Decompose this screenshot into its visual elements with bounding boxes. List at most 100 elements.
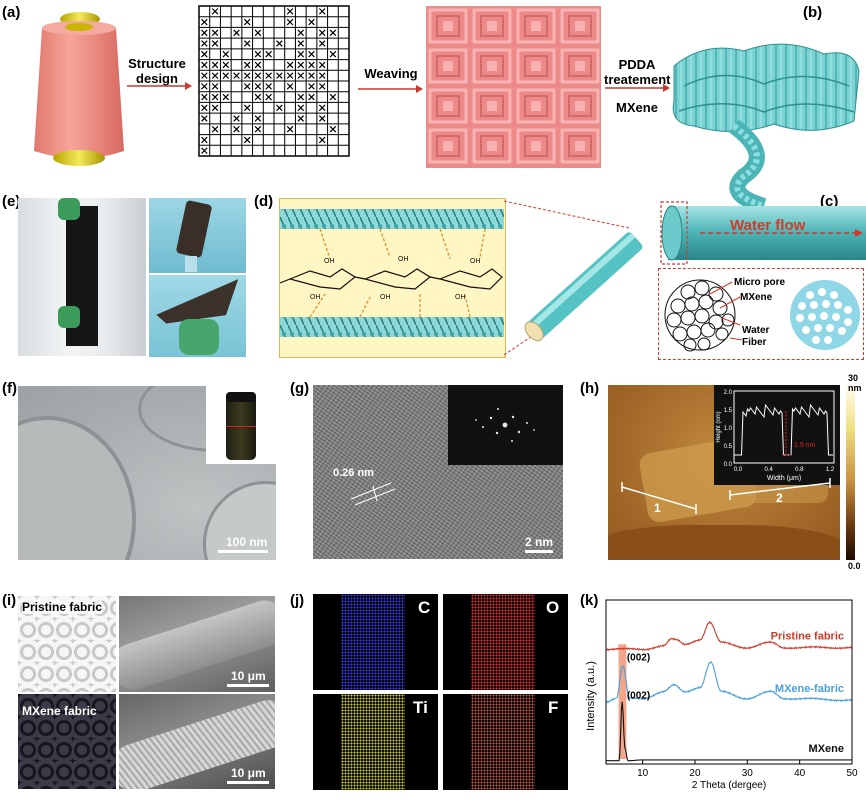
grid-x-mark	[318, 83, 326, 90]
grid-x-mark	[308, 93, 315, 101]
grid-x-mark	[329, 125, 337, 133]
grid-x-mark	[286, 8, 294, 15]
yarn-spool-illustration	[34, 12, 124, 166]
panel-label-a: (a)	[2, 4, 21, 21]
inset-ylabel: Height (nm)	[716, 411, 722, 442]
grid-x-mark	[308, 83, 315, 90]
grid-x-mark	[201, 147, 208, 154]
grid-x-mark	[243, 40, 251, 47]
afm-colorbar	[846, 385, 855, 560]
xrd-series-label: Pristine fabric	[771, 631, 844, 643]
grid-x-mark	[201, 93, 208, 101]
xrd-chart: Pristine fabricMXene-fabricMXene(002)(00…	[585, 599, 858, 791]
eds-label-c: C	[418, 598, 431, 617]
grid-x-mark	[201, 18, 208, 26]
grid-x-mark	[286, 61, 294, 69]
lattice-spacing-label: 0.26 nm	[333, 467, 374, 479]
grid-x-mark	[297, 61, 305, 69]
grid-x-mark	[297, 40, 305, 47]
panel-label-k: (k)	[580, 592, 599, 609]
saed-pattern-inset	[448, 385, 563, 465]
grid-x-mark	[243, 18, 251, 26]
eds-label-f: F	[548, 698, 559, 717]
tem-image-flakes: 100 nm	[18, 386, 276, 560]
grid-x-mark	[243, 61, 251, 69]
grid-x-mark	[233, 125, 240, 133]
height-profile-line	[733, 403, 833, 457]
mxene-dispersion-vial	[226, 392, 256, 460]
grid-x-mark	[265, 93, 272, 101]
grid-x-mark	[254, 125, 262, 133]
xrd-xtick-label: 40	[794, 768, 806, 779]
scale-bar-f	[218, 550, 268, 553]
svg-text:OH: OH	[324, 258, 335, 265]
xrd-xtick-label: 20	[689, 768, 701, 779]
grid-x-mark	[201, 83, 208, 90]
profile-line-1-label: 1	[654, 501, 661, 515]
grid-x-mark	[265, 72, 272, 79]
arrow-1-icon	[127, 82, 192, 90]
xrd-series-line	[605, 660, 853, 704]
mxene-step-label: MXene	[616, 100, 658, 115]
weave-structure-grid	[198, 5, 350, 157]
eds-map-c: C	[313, 594, 438, 690]
grid-x-mark	[254, 29, 262, 37]
grid-x-mark	[265, 83, 272, 90]
grid-x-mark	[286, 72, 294, 79]
profile-line-2-label: 2	[776, 491, 783, 505]
grid-x-mark	[308, 72, 315, 79]
grid-x-mark	[318, 136, 326, 144]
inset-ytick: 0.0	[724, 462, 733, 468]
hrtem-image: 0.26 nm 2 nm	[313, 385, 563, 559]
panel-label-g: (g)	[290, 380, 310, 397]
eds-map-ti: Ti	[313, 694, 438, 790]
grid-x-mark	[211, 61, 219, 69]
pristine-fabric-label: Pristine fabric	[22, 600, 103, 614]
grid-x-mark	[201, 104, 208, 112]
grid-x-mark	[318, 29, 326, 37]
grid-x-mark	[201, 61, 208, 69]
grid-x-mark	[276, 104, 283, 112]
fiber-cross-section: Water flow	[660, 201, 866, 265]
grid-x-mark	[211, 40, 219, 47]
panel-label-j: (j)	[290, 592, 305, 609]
xrd-annotation: (002)	[627, 653, 650, 664]
grid-x-mark	[211, 104, 219, 112]
grid-x-mark	[318, 40, 326, 47]
eds-map-o: O	[443, 594, 568, 690]
weaving-label: Weaving	[364, 66, 418, 81]
pristine-fiber-sem: 10 μm	[119, 596, 275, 692]
grid-x-mark	[254, 115, 262, 122]
grid-x-mark	[211, 83, 219, 90]
grid-x-mark	[222, 72, 230, 79]
grid-x-mark	[243, 136, 251, 144]
grid-x-mark	[211, 8, 219, 15]
xrd-annotation: (002)	[627, 690, 650, 701]
grid-x-mark	[254, 50, 262, 58]
grid-x-mark	[233, 29, 240, 37]
fabric-folded-photo	[149, 275, 246, 357]
fiber-detail-box	[658, 268, 864, 360]
grid-x-mark	[297, 72, 305, 79]
grid-x-mark	[233, 115, 240, 122]
inset-ytick: 1.0	[724, 426, 733, 432]
grid-x-mark	[254, 61, 262, 69]
fiber-bundle-diagram: Micro pore MXene Water Fiber	[664, 277, 860, 352]
grid-x-mark	[201, 29, 208, 37]
fabric-held-photo	[149, 198, 246, 273]
grid-x-mark	[286, 125, 294, 133]
grid-x-mark	[243, 104, 251, 112]
mxene-label: MXene	[740, 292, 773, 303]
grid-x-mark	[222, 93, 230, 101]
arrow-2-icon	[358, 85, 423, 93]
grid-x-mark	[233, 72, 240, 79]
inset-xtick: 0.0	[734, 467, 743, 473]
mxene-fabric-label: MXene fabric	[22, 704, 97, 718]
grid-x-mark	[254, 83, 262, 90]
water-flow-label: Water flow	[730, 217, 806, 234]
